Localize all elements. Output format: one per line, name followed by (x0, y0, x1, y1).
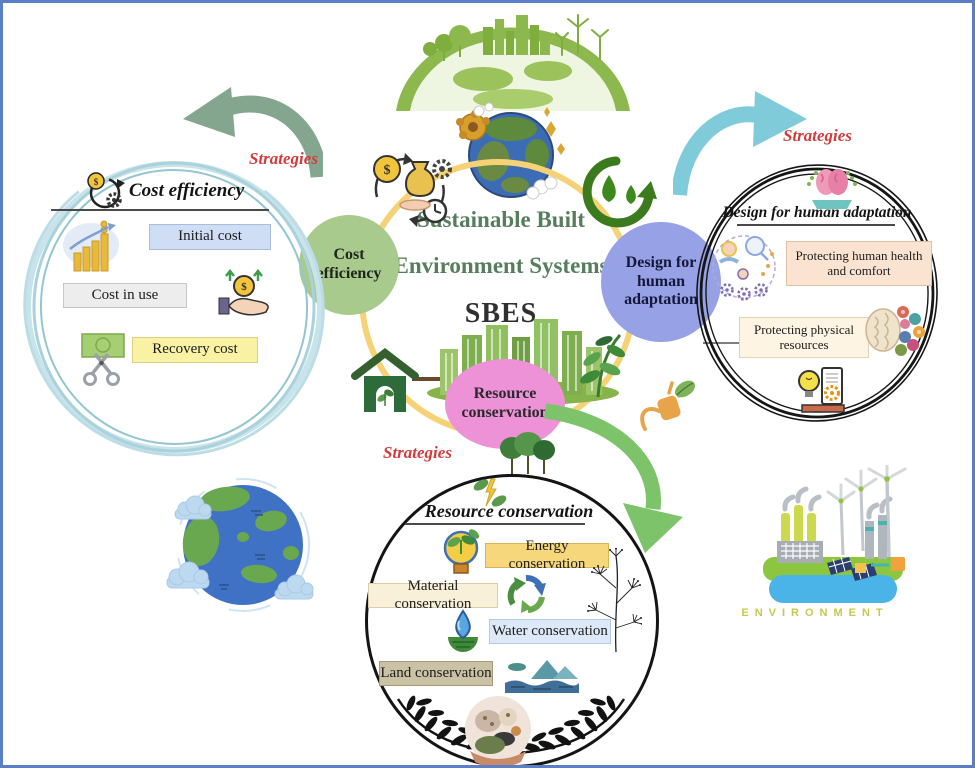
money-management-icon: $ (373, 153, 452, 227)
brushed-circle (23, 157, 325, 457)
bulb-sprout-icon (443, 529, 480, 574)
dollar-glyph: $ (384, 163, 391, 178)
sage-arrow-icon (183, 87, 323, 178)
dried-plant-icon (587, 548, 642, 653)
resource-panel-rule (405, 523, 585, 525)
recycle-icon (507, 575, 546, 613)
design-panel-rule (737, 224, 895, 226)
main-title-line2: Environment Systems (393, 253, 609, 278)
dollar-glyph: $ (241, 281, 247, 293)
initial-cost-box: Initial cost (149, 224, 271, 250)
bar-chart-icon (63, 220, 119, 272)
eco-plug-icon (640, 380, 696, 431)
green-arrow-icon (544, 403, 683, 553)
bulb-document-icon (798, 367, 845, 413)
land-conservation-box: Land conservation (379, 661, 493, 686)
cost-in-use-box: Cost in use (63, 283, 187, 308)
material-conservation-box: Material conservation (368, 578, 498, 612)
leaf-energy-icon (473, 478, 507, 507)
brain-hands-icon (807, 169, 857, 209)
green-earth-city-illustration (396, 14, 630, 111)
energy-conservation-box: Energy conservation (485, 538, 609, 572)
brain-flower-icon (865, 306, 925, 356)
physical-resources-box: Protecting physical resources (739, 317, 869, 358)
strategies-label-left: Strategies (249, 149, 318, 168)
design-panel-title: Design for human adaptation (722, 204, 912, 221)
sbes-acronym: SBES (464, 298, 538, 329)
environment-label: ENVIRONMENT (741, 607, 889, 619)
earth-clouds-illustration (166, 478, 314, 612)
environment-illustration (763, 465, 907, 603)
hand-coin-icon: $ (218, 268, 269, 316)
money-scissors-icon (81, 333, 125, 386)
eco-recycle-drops-icon (582, 156, 657, 228)
strategies-label-right: Strategies (783, 126, 852, 145)
hands-wildlife-icon (465, 696, 531, 765)
dollar-glyph: $ (94, 177, 99, 187)
water-drop-earth-icon (448, 609, 478, 652)
resource-circle (365, 474, 659, 765)
strategies-label-bottom: Strategies (383, 443, 452, 462)
cost-panel-rule (51, 209, 269, 211)
eco-house-icon (351, 347, 419, 412)
teal-arrow-icon (673, 91, 807, 196)
trees-icon (500, 432, 555, 474)
health-comfort-box: Protecting human health and comfort (786, 241, 932, 286)
bubble-resource-conservation: Resource conservation (445, 359, 565, 449)
water-conservation-box: Water conservation (489, 619, 611, 644)
resource-panel-title: Resource conservation (424, 501, 594, 521)
landscape-icon (505, 660, 579, 693)
recovery-cost-box: Recovery cost (132, 337, 258, 363)
cost-panel-title: Cost efficiency (129, 180, 245, 201)
human-tech-icon (712, 235, 776, 301)
gear-dollar-icon: $ (87, 172, 125, 209)
plant-icon (580, 334, 626, 398)
